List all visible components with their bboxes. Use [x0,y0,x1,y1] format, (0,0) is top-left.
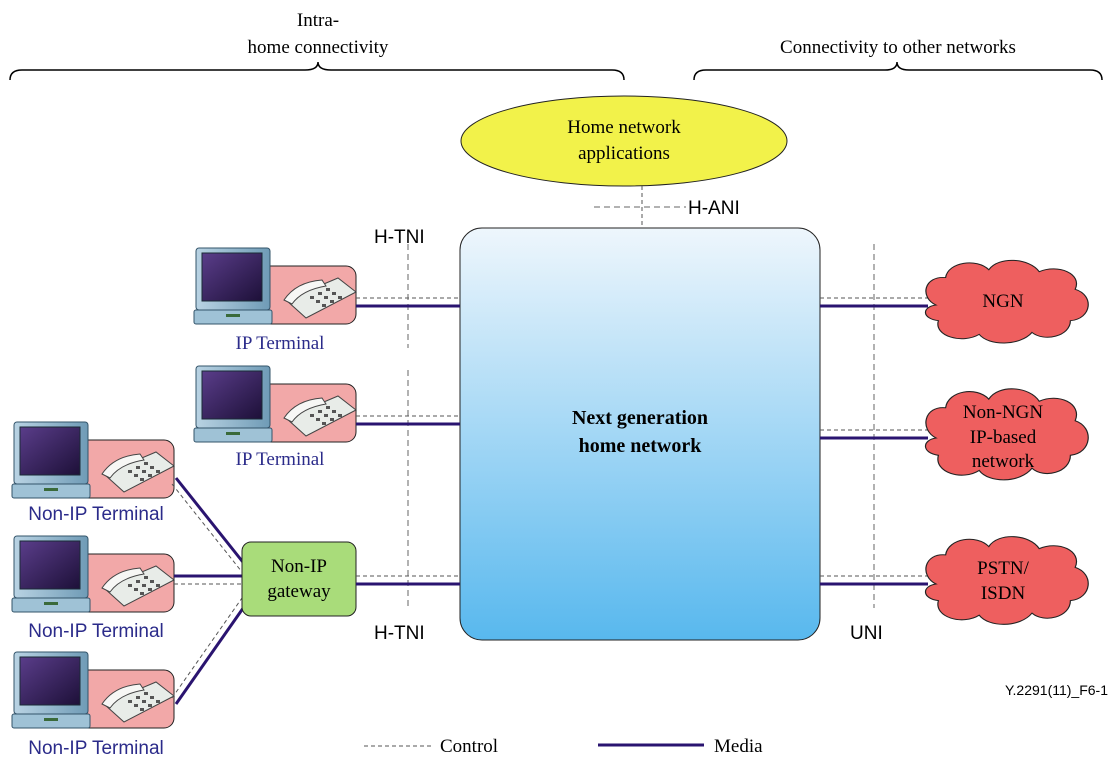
non-ip-3-control [171,597,243,699]
h-tni-label-bottom: H-TNI [374,623,425,644]
non-ngn-label-line3: network [972,451,1035,472]
apps-label-line2: applications [578,143,670,164]
ngn-label: NGN [982,291,1023,312]
home-network-applications [460,95,788,187]
non-ip-terminal-1 [11,421,175,499]
non-ip-terminal-3-label: Non-IP Terminal [28,738,164,758]
h-tni-label-top: H-TNI [374,227,425,248]
non-ip-terminal-2-label: Non-IP Terminal [28,621,164,642]
core-label-line1: Next generation [572,407,708,429]
pstn-label-line2: ISDN [981,583,1026,604]
gateway-label-line2: gateway [267,581,331,602]
non-ngn-label-line1: Non-NGN [963,402,1043,423]
h-ani-label: H-ANI [688,198,740,219]
non-ip-3-media [174,603,248,705]
legend: Control Media [364,736,763,757]
next-generation-home-network [459,227,821,641]
uni-label: UNI [850,623,883,644]
legend-media-label: Media [714,736,763,757]
pstn-isdn-cloud [924,536,1089,625]
scope-intra-line2: home connectivity [248,37,389,58]
legend-control-label: Control [440,736,498,757]
scope-intra-line1: Intra- [297,10,339,31]
apps-label-line1: Home network [567,117,681,138]
brace-other-networks [693,61,1103,81]
ip-terminal-1 [193,247,357,325]
non-ip-1-media [174,477,248,567]
ip-terminal-2 [193,365,357,443]
brace-intra-home [9,61,625,81]
scope-other-networks: Connectivity to other networks [780,37,1016,58]
non-ip-terminal-3 [11,651,175,729]
non-ip-terminal-1-label: Non-IP Terminal [28,504,164,525]
pstn-label-line1: PSTN/ [977,558,1029,579]
core-label-line2: home network [579,435,703,457]
non-ip-gateway [241,541,357,617]
ip-terminal-2-label: IP Terminal [236,449,325,470]
figure-id: Y.2291(11)_F6-1 [1005,682,1108,698]
non-ip-1-control [171,483,243,573]
gateway-label-line1: Non-IP [271,556,327,577]
ip-terminal-1-label: IP Terminal [236,333,325,354]
non-ngn-label-line2: IP-based [970,427,1037,448]
non-ip-terminal-2 [11,535,175,613]
